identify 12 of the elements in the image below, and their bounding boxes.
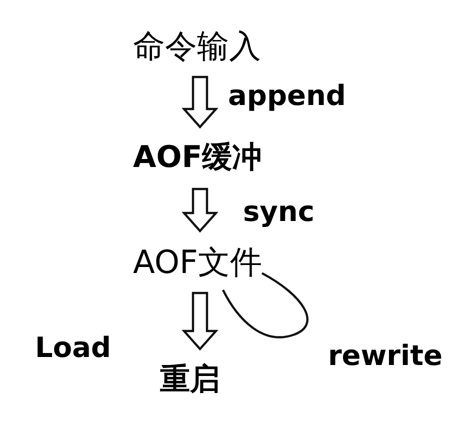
hollow-arrow xyxy=(182,76,218,129)
label: Load xyxy=(35,330,112,366)
hollow-arrow xyxy=(182,188,218,233)
label: rewrite xyxy=(328,338,442,374)
edge-label: append xyxy=(228,78,346,114)
node-text: 重启 xyxy=(160,362,220,397)
edge-label: sync xyxy=(243,194,314,230)
hollow-arrow xyxy=(182,292,218,351)
node-text: AOF文件 xyxy=(133,243,262,281)
loop-line xyxy=(222,272,308,338)
node-text: AOF缓冲 xyxy=(133,140,262,175)
node-text: 命令输入 xyxy=(133,27,261,65)
